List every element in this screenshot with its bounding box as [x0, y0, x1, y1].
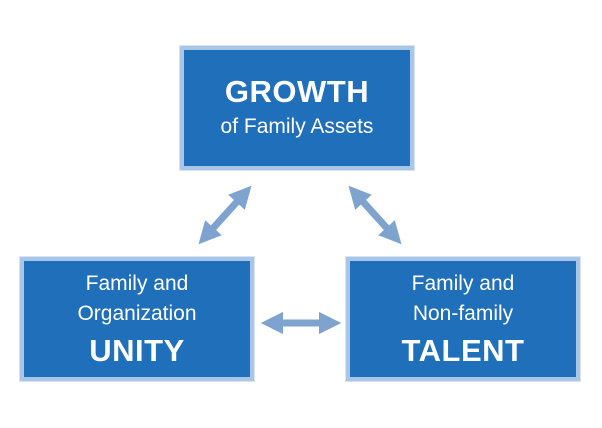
talent-line-1: Family and: [411, 272, 515, 295]
unity-line-2: Organization: [77, 302, 197, 325]
double-arrow-icon-top-right: [348, 185, 402, 245]
growth-box: GROWTH of Family Assets: [180, 46, 414, 170]
growth-subtitle: of Family Assets: [220, 115, 374, 138]
double-arrow-icon-top-left: [198, 185, 252, 245]
talent-line-2: Non-family: [412, 302, 514, 325]
talent-box: Family and Non-family TALENT: [346, 257, 580, 381]
unity-box: Family and Organization UNITY: [20, 257, 254, 381]
growth-title: GROWTH: [224, 74, 370, 109]
unity-line-1: Family and: [85, 272, 189, 295]
talent-title: TALENT: [401, 333, 525, 368]
unity-title: UNITY: [89, 333, 185, 368]
